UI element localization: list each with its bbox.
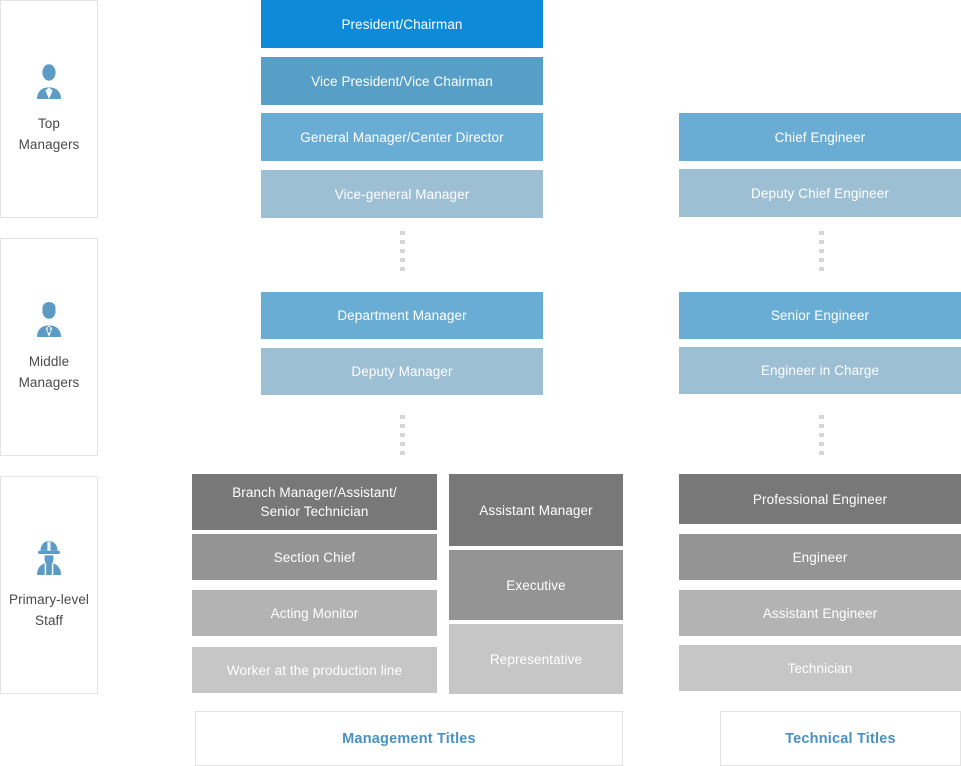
legend-label: Management Titles <box>342 730 476 747</box>
role-box-general-manager[interactable]: General Manager/Center Director <box>261 113 543 161</box>
role-box-president-chairman[interactable]: President/Chairman <box>261 0 543 48</box>
role-box-department-manager[interactable]: Department Manager <box>261 292 543 339</box>
role-box-technician[interactable]: Technician <box>679 645 961 691</box>
connector-dots-management-lower <box>400 415 405 459</box>
role-box-engineer-in-charge[interactable]: Engineer in Charge <box>679 347 961 394</box>
role-box-assistant-manager[interactable]: Assistant Manager <box>449 474 623 546</box>
role-box-deputy-manager[interactable]: Deputy Manager <box>261 348 543 395</box>
role-label: President/Chairman <box>341 16 463 32</box>
role-label: Chief Engineer <box>774 129 866 145</box>
role-box-senior-engineer[interactable]: Senior Engineer <box>679 292 961 339</box>
role-label: Representative <box>489 651 583 667</box>
role-label: Vice-general Manager <box>334 186 470 202</box>
role-box-assistant-engineer[interactable]: Assistant Engineer <box>679 590 961 636</box>
legend-label: Technical Titles <box>785 730 896 747</box>
connector-dots-technical-lower <box>819 415 824 459</box>
role-box-executive[interactable]: Executive <box>449 550 623 620</box>
category-label: Middle Managers <box>18 354 80 390</box>
role-label: General Manager/Center Director <box>300 129 504 145</box>
role-box-deputy-chief-engineer[interactable]: Deputy Chief Engineer <box>679 169 961 217</box>
role-box-vice-general-manager[interactable]: Vice-general Manager <box>261 170 543 218</box>
role-box-production-worker[interactable]: Worker at the production line <box>192 647 437 693</box>
role-label: Deputy Chief Engineer <box>751 185 889 201</box>
role-box-chief-engineer[interactable]: Chief Engineer <box>679 113 961 161</box>
role-label: Assistant Engineer <box>762 605 878 621</box>
role-label: Executive <box>506 577 566 593</box>
role-box-acting-monitor[interactable]: Acting Monitor <box>192 590 437 636</box>
role-label: Section Chief <box>273 549 356 565</box>
connector-dots-management-upper <box>400 231 405 275</box>
role-label: Department Manager <box>337 308 467 323</box>
role-label: Worker at the production line <box>226 662 403 678</box>
role-box-representative[interactable]: Representative <box>449 624 623 694</box>
role-box-engineer[interactable]: Engineer <box>679 534 961 580</box>
connector-dots-technical-upper <box>819 231 824 275</box>
role-label: Senior Engineer <box>770 308 870 323</box>
manager-tie-icon <box>32 301 66 337</box>
role-label: Deputy Manager <box>351 364 453 379</box>
category-panel-middle-managers: Middle Managers <box>0 238 98 456</box>
role-label: Professional Engineer <box>752 491 888 507</box>
role-box-professional-engineer[interactable]: Professional Engineer <box>679 474 961 524</box>
role-box-vice-president[interactable]: Vice President/Vice Chairman <box>261 57 543 105</box>
category-panel-primary-staff: Primary-level Staff <box>0 476 98 694</box>
role-box-branch-manager[interactable]: Branch Manager/Assistant/ Senior Technic… <box>192 474 437 530</box>
role-label: Assistant Manager <box>479 502 593 518</box>
role-label: Vice President/Vice Chairman <box>311 73 493 89</box>
role-label: Engineer <box>792 549 848 565</box>
category-label: Top Managers <box>18 116 80 152</box>
worker-helmet-icon <box>32 539 66 575</box>
role-label: Technician <box>787 660 853 676</box>
role-box-section-chief[interactable]: Section Chief <box>192 534 437 580</box>
role-label: Engineer in Charge <box>760 363 880 378</box>
role-label: Branch Manager/Assistant/ Senior Technic… <box>232 485 397 519</box>
category-panel-top-managers: Top Managers <box>0 0 98 218</box>
category-label: Primary-level Staff <box>8 592 90 628</box>
legend-management-titles[interactable]: Management Titles <box>195 711 623 766</box>
role-label: Acting Monitor <box>270 605 359 621</box>
legend-technical-titles[interactable]: Technical Titles <box>720 711 961 766</box>
manager-suit-icon <box>32 63 66 99</box>
